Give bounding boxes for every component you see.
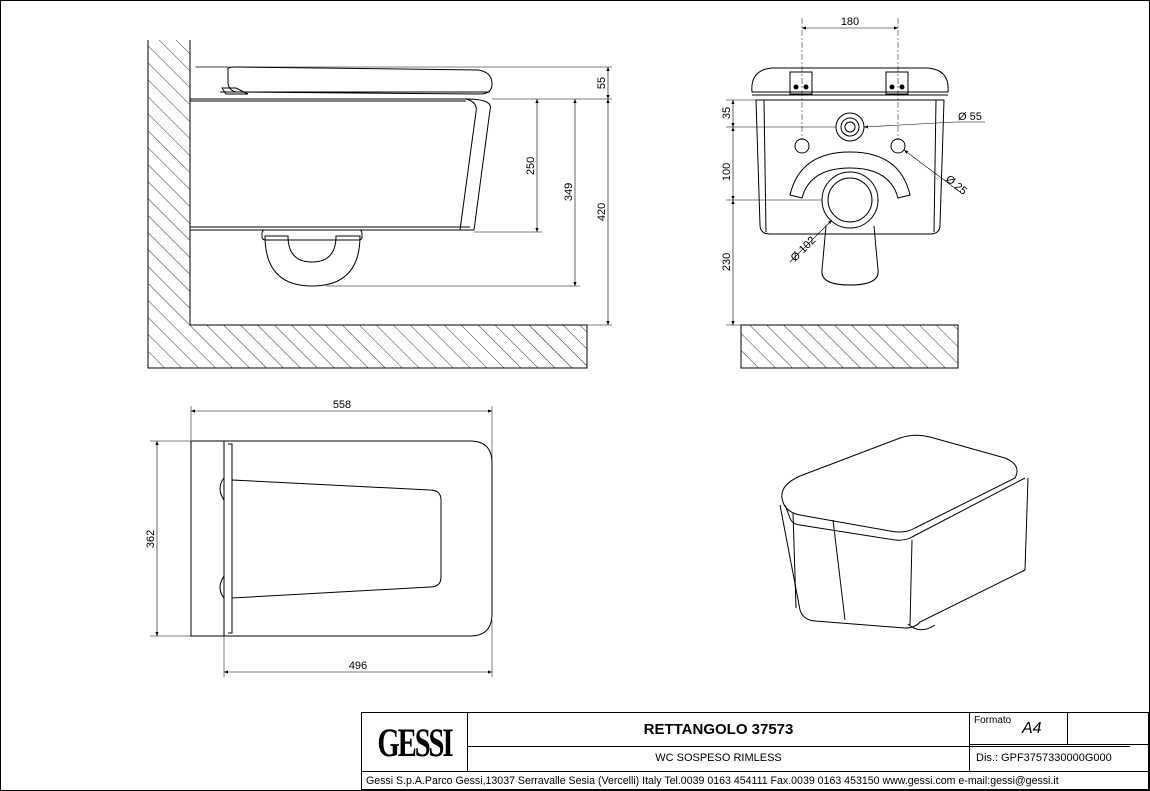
inlet-circle <box>835 112 865 142</box>
dim-overall-length: 558 <box>333 399 351 411</box>
front-view <box>726 18 985 369</box>
dim-fixing-dia: Ø 25 <box>943 173 969 198</box>
format-cell: Formato A4 <box>970 713 1068 745</box>
front-lid <box>751 67 949 93</box>
dim-bowl-length: 496 <box>349 660 367 672</box>
dim-outlet-height: 349 <box>563 183 575 201</box>
title-cell: RETTANGOLO 37573 WC SOSPESO RIMLESS <box>468 713 970 771</box>
iso-body <box>779 477 1029 629</box>
fixing-hole-left <box>794 138 810 154</box>
dim-bowl-height: 250 <box>525 157 537 175</box>
dim-overall-width: 362 <box>145 530 157 548</box>
isometric-view <box>779 434 1029 631</box>
company-footer: Gessi S.p.A.Parco Gessi,13037 Serravalle… <box>366 775 1059 787</box>
title-block: GESSI RETTANGOLO 37573 WC SOSPESO RIMLES… <box>361 712 1149 790</box>
dim-lid-thickness: 55 <box>596 77 608 89</box>
footer-cell: Gessi S.p.A.Parco Gessi,13037 Serravalle… <box>362 771 1149 790</box>
dim-inlet-to-outlet: 100 <box>721 163 733 181</box>
dim-inlet-dia: Ø 55 <box>958 111 982 123</box>
title-divider <box>468 746 1130 747</box>
top-body <box>223 440 493 637</box>
floor-hatch <box>190 325 587 368</box>
top-wall-plate <box>190 440 225 637</box>
dim-outlet-to-floor: 230 <box>721 253 733 271</box>
wall-floor-outline <box>147 40 588 369</box>
format-value: A4 <box>1022 720 1042 737</box>
dim-outlet-dia: Ø 102 <box>789 234 819 264</box>
format-label: Formato <box>974 715 1012 726</box>
top-view <box>150 406 493 677</box>
top-seat-outline <box>231 479 442 599</box>
bowl-body <box>190 98 491 231</box>
drawing-title: RETTANGOLO 37573 <box>643 721 794 738</box>
front-floor-hatch <box>741 325 958 368</box>
seat-lid <box>227 66 493 95</box>
brand-logo: GESSI <box>377 719 453 765</box>
fixing-hole-right <box>890 138 906 154</box>
dim-fixing-top: 35 <box>721 107 733 119</box>
drawing-number-cell: Dis.: GPF3757330000G000 <box>970 745 1150 771</box>
front-trap <box>821 225 879 286</box>
outlet-arch <box>789 151 911 199</box>
logo-cell: GESSI <box>362 713 468 771</box>
waste-trap <box>264 235 361 287</box>
drawing-number: Dis.: GPF3757330000G000 <box>976 752 1112 764</box>
dim-overall-height: 420 <box>596 203 608 221</box>
drawing-subtitle: WC SOSPESO RIMLESS <box>655 752 782 764</box>
front-body <box>755 99 945 235</box>
side-view <box>147 40 612 369</box>
iso-lid-top <box>781 434 1018 533</box>
wall-hatch <box>148 40 190 368</box>
outlet-outer <box>821 171 879 229</box>
projection-cell <box>1068 713 1149 745</box>
dim-fixing-spacing: 180 <box>841 16 859 28</box>
